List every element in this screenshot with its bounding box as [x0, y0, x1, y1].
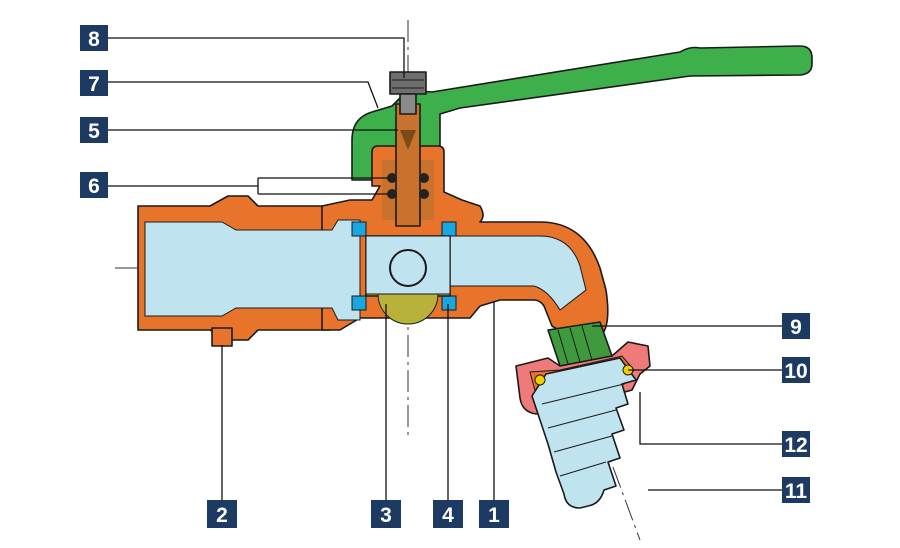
callout-7: 7	[80, 70, 108, 96]
seat-ring-bottom-left	[351, 295, 367, 311]
hose-rib-2	[547, 409, 617, 429]
flow-bore	[144, 219, 361, 321]
callout-3: 3	[371, 500, 401, 528]
callout-4: 4	[433, 500, 463, 528]
hose-tail	[531, 357, 637, 509]
svg-text:5: 5	[88, 120, 100, 143]
seat-ring-bottom-right	[441, 295, 457, 311]
svg-text:6: 6	[88, 175, 100, 198]
flow-bore-outlet	[449, 235, 587, 311]
svg-text:7: 7	[88, 73, 100, 96]
handle-screw-head	[389, 71, 427, 95]
svg-text:3: 3	[380, 504, 392, 527]
callout-5: 5	[80, 117, 108, 143]
strainer-line-2	[569, 327, 581, 363]
leader-12	[639, 392, 782, 445]
seal-dot-left	[534, 374, 546, 386]
svg-text:1: 1	[488, 504, 500, 527]
leader-8	[108, 37, 405, 78]
strainer-line-3	[581, 325, 593, 361]
handle-screw-shank	[399, 93, 417, 115]
svg-text:11: 11	[785, 480, 808, 503]
stem-tip	[400, 130, 416, 150]
strainer-line-1	[557, 329, 569, 365]
callout-10: 10	[782, 357, 810, 383]
ball-passage	[365, 235, 451, 295]
stem	[395, 103, 421, 227]
hose-rib-4	[559, 461, 607, 477]
ball-port	[389, 249, 427, 287]
o-ring-left-upper	[387, 173, 397, 183]
callout-9: 9	[782, 313, 810, 339]
callout-2: 2	[207, 500, 237, 528]
o-ring-left-lower	[387, 189, 397, 199]
callout-8: 8	[80, 25, 108, 51]
svg-text:2: 2	[216, 504, 228, 527]
svg-text:9: 9	[790, 316, 802, 339]
hose-rib-3	[553, 435, 613, 453]
callout-11: 11	[782, 477, 810, 503]
svg-text:10: 10	[784, 360, 807, 383]
callout-12: 12	[782, 431, 810, 457]
svg-text:12: 12	[784, 434, 807, 457]
seat-ring-top-left	[351, 221, 367, 237]
svg-text:8: 8	[88, 28, 100, 51]
o-ring-right-upper	[419, 173, 429, 183]
inlet-lug	[211, 327, 233, 347]
o-ring-right-lower	[419, 189, 429, 199]
callout-1: 1	[479, 500, 509, 528]
seat-ring-top-right	[441, 221, 457, 237]
leader-7	[108, 81, 379, 109]
callout-6: 6	[80, 172, 108, 198]
svg-text:4: 4	[442, 504, 454, 527]
hose-rib-1	[541, 383, 625, 405]
